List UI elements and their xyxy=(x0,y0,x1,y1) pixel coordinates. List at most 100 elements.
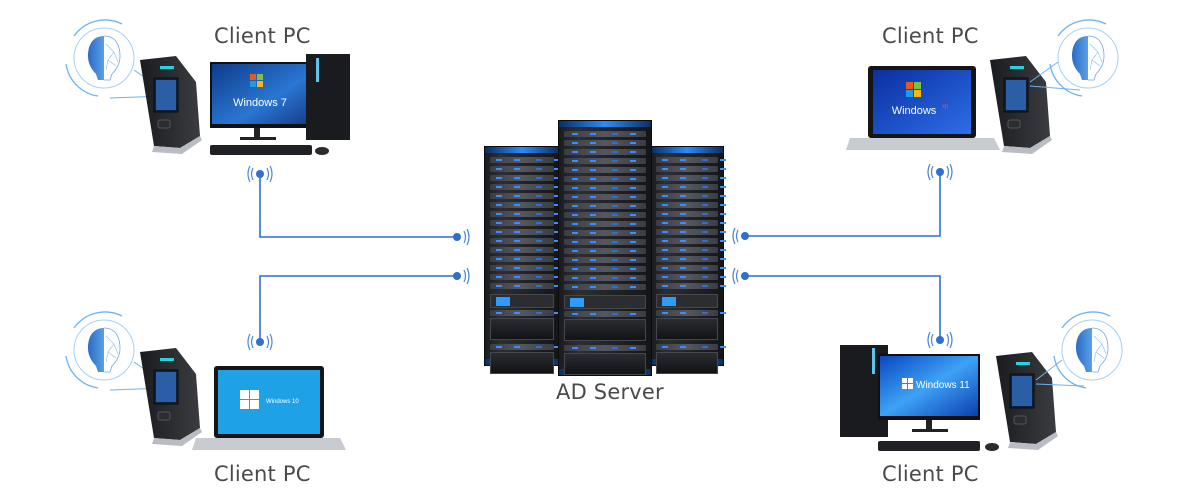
rack-unit xyxy=(656,344,718,350)
rack-drive-bay xyxy=(564,353,646,375)
rack-unit xyxy=(564,266,646,272)
face-recognition-icon xyxy=(65,19,135,97)
wireless-icon xyxy=(453,267,470,285)
rack-unit xyxy=(656,238,718,244)
client-bottom-right: Windows 11 xyxy=(840,311,1123,451)
rack-unit xyxy=(490,283,554,289)
rack-unit xyxy=(656,175,718,181)
rack-unit xyxy=(564,167,646,173)
rack-unit xyxy=(656,265,718,271)
connection-line-bottom-left xyxy=(259,275,457,342)
rack-drive-bay xyxy=(490,352,554,374)
os-label: Windows xyxy=(892,105,937,117)
face-recognition-icon xyxy=(1053,311,1123,389)
rack-display xyxy=(570,298,584,307)
face-terminal-icon xyxy=(995,351,1059,451)
wireless-icon xyxy=(732,227,749,245)
mouse-icon xyxy=(315,147,329,155)
rack-unit xyxy=(490,175,554,181)
rack-unit xyxy=(656,247,718,253)
face-recognition-icon xyxy=(1049,19,1119,97)
wireless-icon xyxy=(247,333,273,351)
rack-drive-bay xyxy=(656,352,718,374)
rack-unit xyxy=(490,193,554,199)
client-bottom-left: Windows 10 xyxy=(65,311,346,450)
connection-line-bottom-right xyxy=(745,275,941,340)
os-label: Windows 11 xyxy=(916,380,970,391)
rack-control-panel xyxy=(564,295,646,309)
pc-tower-icon xyxy=(306,54,350,140)
rack-unit xyxy=(564,212,646,218)
client-top-left: Windows 7 xyxy=(65,19,350,155)
rack-drive-bay xyxy=(564,319,646,341)
rack-unit xyxy=(656,211,718,217)
rack-unit xyxy=(564,131,646,137)
desktop-monitor-icon xyxy=(878,354,980,432)
rack-unit xyxy=(564,221,646,227)
rack-unit xyxy=(564,140,646,146)
rack-display xyxy=(496,297,510,306)
rack-unit xyxy=(656,256,718,262)
rack-unit xyxy=(490,256,554,262)
rack-unit xyxy=(564,248,646,254)
desktop-monitor-icon xyxy=(210,62,310,140)
connection-line-top-right xyxy=(745,172,941,237)
rack-unit xyxy=(490,310,554,316)
rack-unit xyxy=(490,274,554,280)
client-top-right: Windows xp xyxy=(846,19,1119,155)
connection-line-top-left xyxy=(259,174,457,238)
wireless-icon xyxy=(247,165,273,183)
rack-unit xyxy=(656,229,718,235)
rack-unit xyxy=(564,203,646,209)
rack-unit xyxy=(564,257,646,263)
os-label: Windows 10 xyxy=(266,399,299,405)
rack-unit xyxy=(564,311,646,317)
rack-unit xyxy=(490,265,554,271)
keyboard-icon xyxy=(878,441,980,451)
rack-unit xyxy=(656,166,718,172)
wireless-icon xyxy=(927,331,953,349)
client-label-top-right: Client PC xyxy=(882,24,979,48)
laptop-icon xyxy=(846,66,1000,150)
rack-unit xyxy=(564,194,646,200)
os-suffix: xp xyxy=(942,104,949,110)
laptop-icon xyxy=(192,366,346,450)
face-terminal-icon xyxy=(989,55,1053,155)
rack-unit xyxy=(656,202,718,208)
rack-unit xyxy=(564,230,646,236)
rack-unit xyxy=(656,220,718,226)
rack-unit xyxy=(564,345,646,351)
server-rack-icon xyxy=(558,120,652,376)
rack-unit xyxy=(564,275,646,281)
client-label-bottom-left: Client PC xyxy=(214,462,311,486)
rack-control-panel xyxy=(490,294,554,308)
rack-unit xyxy=(656,157,718,163)
client-label-bottom-right: Client PC xyxy=(882,462,979,486)
server-label: AD Server xyxy=(556,380,664,404)
rack-unit xyxy=(490,166,554,172)
client-label-top-left: Client PC xyxy=(214,24,311,48)
rack-control-panel xyxy=(656,294,718,308)
mouse-icon xyxy=(985,443,999,451)
rack-unit xyxy=(490,344,554,350)
rack-unit xyxy=(490,238,554,244)
os-label: Windows 7 xyxy=(233,97,287,109)
rack-unit xyxy=(564,284,646,290)
rack-unit xyxy=(490,220,554,226)
keyboard-icon xyxy=(210,145,312,155)
rack-unit xyxy=(564,158,646,164)
rack-unit xyxy=(656,184,718,190)
rack-drive-bay xyxy=(656,318,718,340)
rack-unit xyxy=(490,157,554,163)
rack-unit xyxy=(656,274,718,280)
face-terminal-icon xyxy=(139,347,203,447)
wireless-icon xyxy=(927,163,953,181)
rack-unit xyxy=(564,149,646,155)
rack-unit xyxy=(490,184,554,190)
rack-unit xyxy=(656,310,718,316)
rack-display xyxy=(662,297,676,306)
face-terminal-icon xyxy=(139,55,203,155)
rack-unit xyxy=(564,176,646,182)
face-recognition-icon xyxy=(65,311,135,389)
